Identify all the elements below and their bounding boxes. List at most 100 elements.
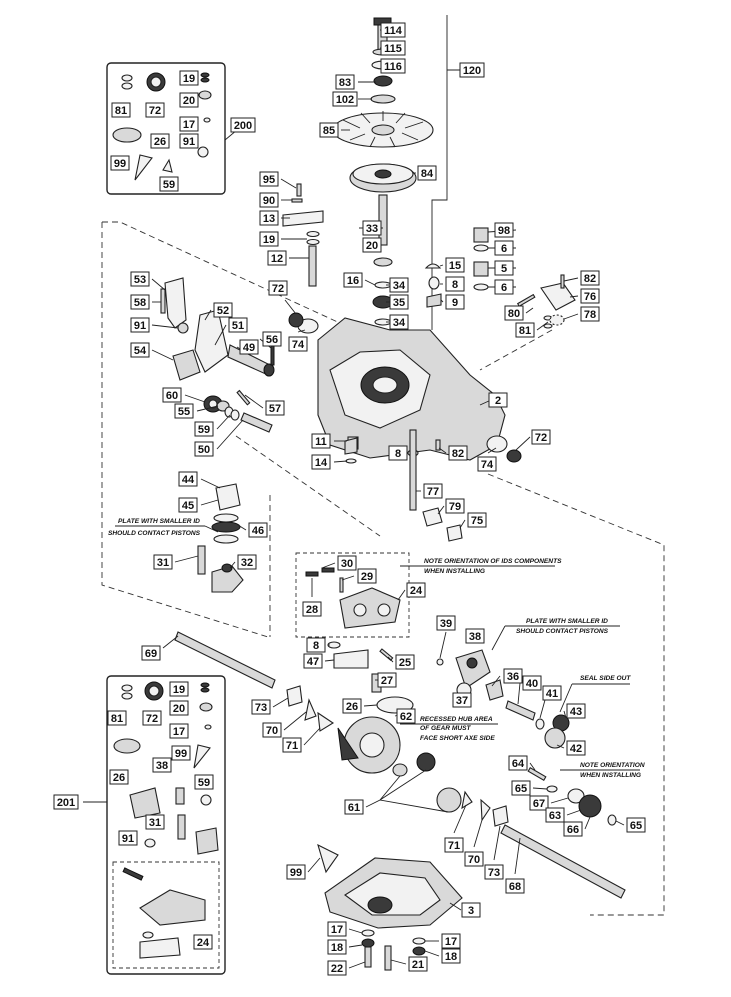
callout-95: 95 [259,171,279,187]
callout-number: 24 [197,937,210,949]
callout-91: 91 [179,133,199,149]
callout-24: 24 [193,934,213,950]
callout-13: 13 [259,210,279,226]
callout-box [377,672,397,688]
callout-number: 29 [361,571,373,583]
callout-19: 19 [169,681,189,697]
callout-70: 70 [262,722,282,738]
callout-number: 8 [313,640,319,652]
callout-number: 41 [546,688,558,700]
callout-number: 3 [468,905,474,917]
callout-81: 81 [515,322,535,338]
callout-number: 68 [509,881,521,893]
callout-22: 22 [327,960,347,976]
callout-27: 27 [377,672,397,688]
callout-number: 91 [183,136,195,148]
callout-box [282,737,302,753]
callout-box [118,830,138,846]
callout-number: 58 [134,297,146,309]
callout-box [237,554,257,570]
callout-box [505,878,525,894]
callout-number: 38 [156,760,168,772]
callout-box [228,317,248,333]
pump-parts-left [197,483,244,593]
gear-cluster [337,716,509,827]
axle-shaft-right [500,824,626,899]
callout-120: 120 [459,62,485,78]
callout-box [508,755,528,771]
callout-38: 38 [465,628,485,644]
callout-91: 91 [130,317,150,333]
callout-number: 72 [535,432,547,444]
callout-84: 84 [417,165,437,181]
callout-82: 82 [448,445,468,461]
callout-number: 33 [366,223,378,235]
callout-64: 64 [508,755,528,771]
callout-72: 72 [268,280,288,296]
callout-number: 17 [173,726,185,738]
callout-box [178,471,198,487]
callout-number: 120 [463,65,481,77]
callout-number: 38 [469,631,481,643]
callout-33: 33 [362,220,382,236]
callout-number: 65 [630,820,642,832]
kit-201-frame [106,675,226,975]
callout-box [327,960,347,976]
callout-9: 9 [445,294,465,310]
callout-29: 29 [357,568,377,584]
callout-18: 18 [327,939,347,955]
callout-box [265,400,285,416]
callout-17: 17 [169,723,189,739]
callout-number: 2 [495,395,501,407]
callout-box [319,122,339,138]
callout-box [194,441,214,457]
callout-15: 15 [445,257,465,273]
callout-box [436,615,456,631]
callout-number: 77 [427,486,439,498]
callout-18: 18 [441,948,461,964]
callout-number: 8 [452,279,458,291]
callout-box [531,429,551,445]
callout-number: 74 [292,339,305,351]
callout-box [408,956,428,972]
callout-number: 46 [252,525,264,537]
note-text: OF GEAR MUST [420,725,472,732]
callout-box [389,277,409,293]
callout-71: 71 [282,737,302,753]
callout-number: 19 [173,684,185,696]
callout-box [194,421,214,437]
callout-box [311,433,331,449]
callout-17: 17 [327,921,347,937]
callout-20: 20 [179,92,199,108]
callout-box [153,554,173,570]
callout-61: 61 [344,799,364,815]
callout-number: 51 [232,320,244,332]
callout-number: 20 [173,703,185,715]
callout-59: 59 [194,421,214,437]
callout-71: 71 [444,837,464,853]
callout-number: 39 [440,618,452,630]
note-text: WHEN INSTALLING [424,568,485,575]
callout-number: 115 [384,43,402,55]
callout-box [145,102,165,118]
callout-box [179,92,199,108]
callout-number: 78 [584,309,596,321]
callout-number: 102 [336,94,354,106]
callout-box [477,456,497,472]
callout-box [343,272,363,288]
callout-box [286,864,306,880]
callout-box [503,668,523,684]
callout-box [452,692,472,708]
callout-box [461,902,481,918]
note-text: FACE SHORT AXE SIDE [420,735,495,742]
callout-80: 80 [504,305,524,321]
callout-number: 15 [449,260,461,272]
callout-number: 19 [183,73,195,85]
callout-box [441,933,461,949]
callout-number: 64 [512,758,525,770]
callout-number: 11 [315,436,327,448]
callout-number: 99 [175,748,187,760]
callout-number: 36 [507,671,519,683]
callout-box [515,322,535,338]
note-recessed-hub: RECESSED HUB AREA OF GEAR MUST FACE SHOR… [400,716,498,742]
